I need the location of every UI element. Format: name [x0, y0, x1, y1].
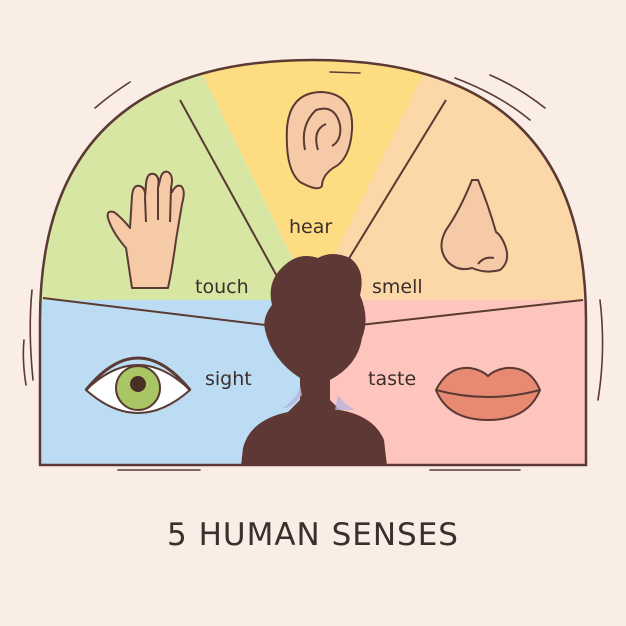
nose-icon [440, 179, 509, 273]
sector-smell [313, 60, 586, 300]
label-sight: sight [205, 368, 252, 390]
sector-dividers [42, 99, 584, 329]
diagram-title: 5 HUMAN SENSES [167, 517, 459, 553]
lips-icon [434, 366, 542, 422]
decorative-strokes [22, 71, 604, 471]
label-taste: taste [368, 368, 416, 390]
person-silhouette [241, 254, 387, 466]
label-smell: smell [372, 276, 423, 298]
label-hear: hear [289, 216, 332, 238]
eye-icon [84, 356, 192, 414]
hand-icon [106, 170, 185, 289]
ear-icon [285, 90, 354, 190]
label-touch: touch [195, 276, 249, 298]
half-circle-outline [38, 58, 588, 467]
